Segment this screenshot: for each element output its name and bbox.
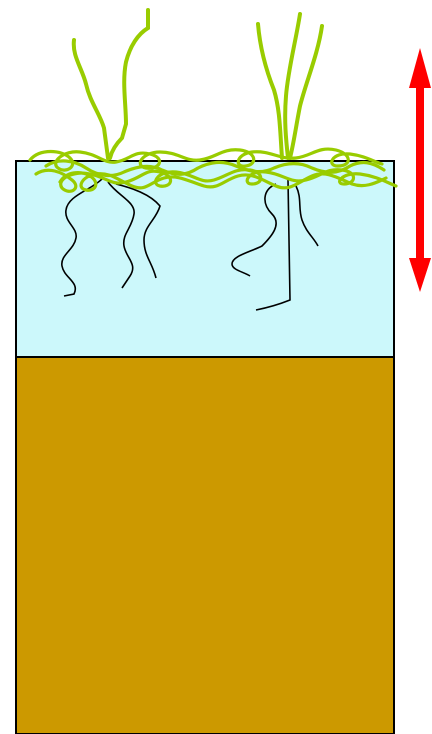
soil-layer (16, 357, 394, 734)
plant-left-stems (74, 10, 148, 158)
stem (110, 10, 148, 158)
arrow-head-down (409, 258, 431, 292)
arrow-shaft (416, 86, 424, 262)
double-headed-arrow (409, 48, 431, 292)
stem (258, 24, 282, 158)
arrow-head-up (409, 48, 431, 88)
stem (74, 40, 108, 158)
plant-right-stems (258, 14, 322, 158)
